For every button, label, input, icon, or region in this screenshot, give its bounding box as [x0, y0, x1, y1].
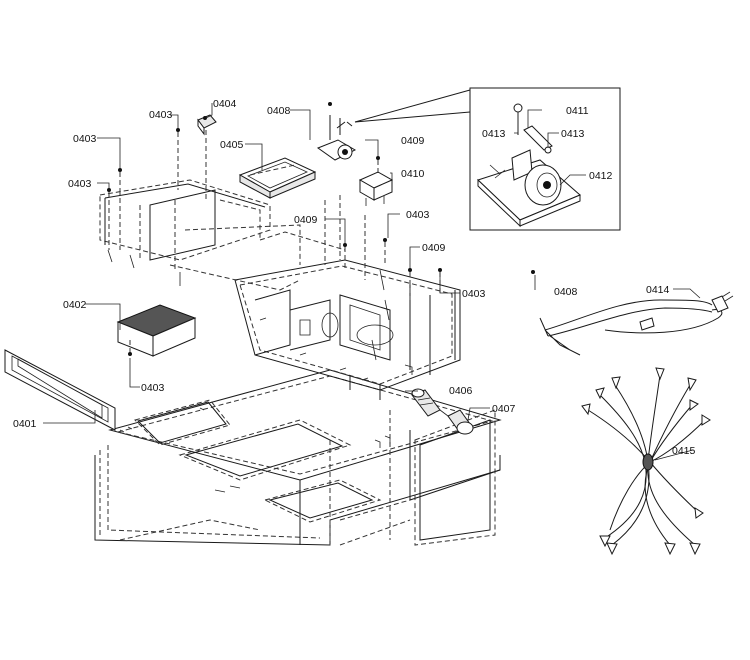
- label-0412: 0412: [589, 170, 613, 182]
- screw-icon: [176, 128, 180, 190]
- label-0403: 0403: [73, 133, 97, 145]
- connector-icon: [655, 367, 665, 381]
- main-chassis: [234, 195, 461, 400]
- switch-0404: [197, 114, 217, 200]
- label-0409: 0409: [422, 242, 446, 254]
- mounting-bracket: [99, 179, 301, 291]
- label-0406: 0406: [449, 385, 473, 397]
- screw-icon: [107, 188, 111, 250]
- connector-icon: [664, 542, 676, 556]
- filter-frame-0405: [238, 157, 317, 199]
- connector-icon: [694, 507, 704, 519]
- connector-icon: [701, 414, 711, 426]
- connector-icon: [599, 535, 611, 548]
- screws: [107, 128, 535, 356]
- screw-icon: [531, 270, 535, 274]
- label-0403: 0403: [462, 288, 486, 300]
- label-0401: 0401: [13, 418, 37, 430]
- screw-icon: [343, 243, 347, 270]
- label-0410: 0410: [401, 168, 425, 180]
- knob-0407: [439, 409, 474, 435]
- label-0407: 0407: [492, 403, 516, 415]
- label-0402: 0402: [63, 299, 87, 311]
- detail-inset: [354, 87, 621, 231]
- connector-icon: [606, 542, 618, 556]
- screw-icon: [376, 156, 380, 175]
- label-0404: 0404: [213, 98, 237, 110]
- label-0409: 0409: [294, 214, 318, 226]
- label-0408: 0408: [267, 105, 291, 117]
- wire-harness-0415: [581, 367, 711, 556]
- label-0413: 0413: [482, 128, 506, 140]
- part-labels: 0401 0402 0403 0403 0403 0403 0403 0403 …: [13, 98, 696, 457]
- label-0414: 0414: [646, 284, 670, 296]
- motor-assembly-0408: [316, 102, 357, 161]
- label-0403: 0403: [68, 178, 92, 190]
- label-0411: 0411: [566, 105, 589, 117]
- label-0403: 0403: [149, 109, 173, 121]
- connector-icon: [689, 399, 699, 411]
- label-0409: 0409: [401, 135, 425, 147]
- label-0405: 0405: [220, 139, 244, 151]
- label-0408: 0408: [554, 286, 578, 298]
- screw-icon: [408, 268, 412, 300]
- component-box-0402: [116, 304, 197, 357]
- connector-icon: [689, 542, 701, 556]
- front-panel-0401: [4, 349, 116, 431]
- oven-cabinet: [94, 369, 502, 546]
- label-0403: 0403: [406, 209, 430, 221]
- label-0413: 0413: [561, 128, 585, 140]
- connector-icon: [581, 403, 591, 416]
- screw-icon: [128, 340, 132, 356]
- connector-icon: [611, 376, 621, 390]
- knob-0406: [411, 388, 441, 417]
- connector-icon: [595, 387, 605, 400]
- power-cord-0414: [539, 291, 734, 356]
- component-0410: [358, 171, 394, 206]
- label-0415: 0415: [672, 445, 696, 457]
- label-0403: 0403: [141, 382, 165, 394]
- screw-icon: [383, 238, 387, 265]
- connector-icon: [687, 377, 697, 392]
- leader-lines: [43, 103, 701, 461]
- screw-icon: [118, 168, 122, 195]
